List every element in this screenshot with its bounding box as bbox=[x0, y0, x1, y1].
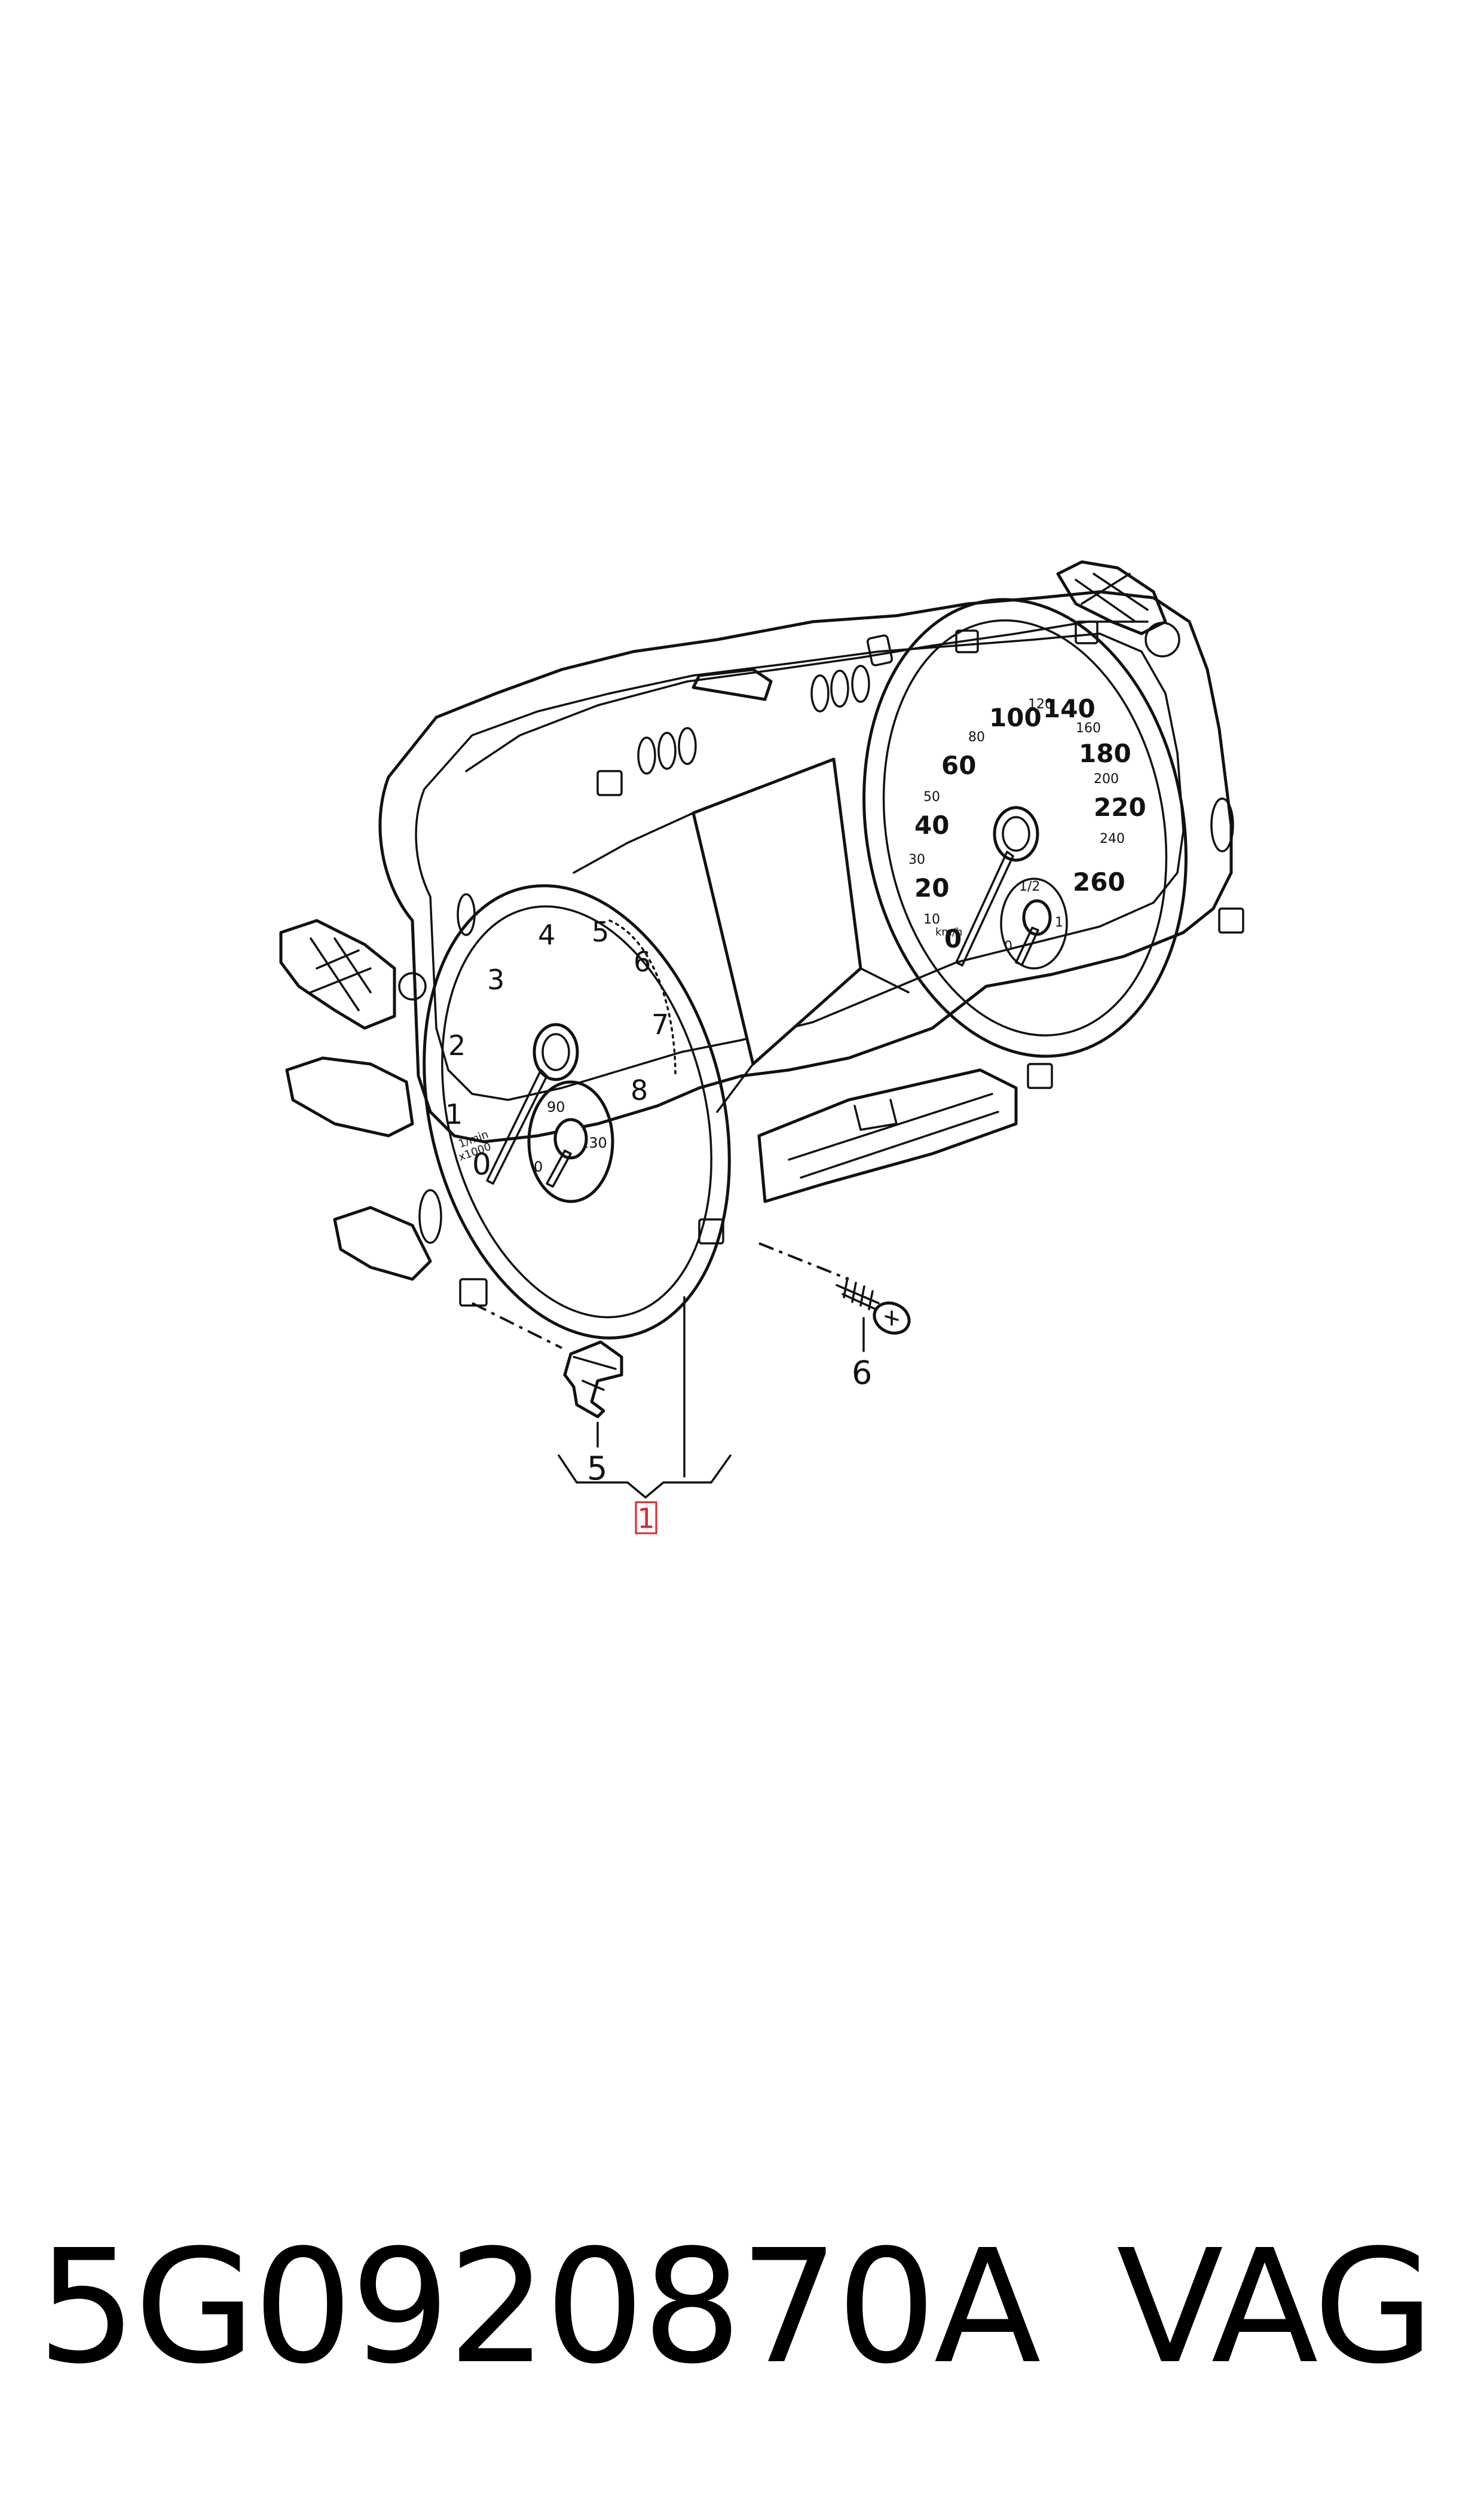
central-display bbox=[691, 757, 862, 1066]
cluster-housing-outline bbox=[378, 590, 1233, 1144]
speed-label-160: 160 bbox=[1076, 721, 1101, 736]
tachometer-bezel-outer bbox=[423, 884, 731, 1340]
tacho-label-6: 6 bbox=[634, 946, 651, 978]
tacho-label-7: 7 bbox=[651, 1008, 669, 1041]
temp-needle bbox=[546, 1150, 572, 1188]
tachometer-bezel-inner bbox=[441, 905, 712, 1319]
speed-label-200: 200 bbox=[1094, 772, 1119, 787]
main-assembly-callout-box bbox=[635, 1501, 657, 1534]
tachometer: 0 1 2 3 4 5 6 7 8 1/min x1000 0 90 130 bbox=[423, 884, 731, 1340]
speed-label-100: 100 bbox=[989, 703, 1042, 732]
footer: 5G0920870A VAG bbox=[0, 2212, 1484, 2403]
speed-label-40: 40 bbox=[914, 811, 949, 840]
right-bracket-lattice bbox=[1075, 573, 1149, 623]
clip-leader-dashed bbox=[472, 1302, 562, 1349]
fuel-label-1: 1 bbox=[1055, 915, 1063, 930]
tachometer-tick-arc bbox=[608, 919, 677, 1077]
speed-unit: km/h bbox=[935, 926, 962, 938]
tacho-label-4: 4 bbox=[538, 919, 555, 951]
screw-leader-dashed bbox=[758, 1242, 849, 1280]
screw-icon bbox=[836, 1277, 911, 1335]
part-number: 5G0920870A bbox=[37, 2216, 1041, 2398]
speedometer: 0 20 40 60 100 140 180 220 260 10 30 50 … bbox=[862, 598, 1188, 1058]
tacho-label-0: 0 bbox=[472, 1147, 491, 1182]
clip-callout-label: 5 bbox=[587, 1450, 607, 1487]
left-lower-bracket bbox=[285, 1056, 414, 1138]
housing-top-ribbon bbox=[465, 620, 1149, 772]
speed-label-80: 80 bbox=[968, 730, 985, 745]
speed-label-60: 60 bbox=[941, 751, 976, 780]
left-bracket-lattice bbox=[310, 937, 372, 1011]
speedometer-bezel-inner bbox=[882, 619, 1168, 1037]
right-mounting-bracket bbox=[1056, 560, 1167, 635]
speed-label-0: 0 bbox=[944, 924, 962, 953]
temp-label-0: 0 bbox=[534, 1158, 543, 1175]
tacho-hub-inner bbox=[541, 1033, 570, 1071]
speed-label-140: 140 bbox=[1043, 694, 1096, 723]
speedometer-bezel-outer bbox=[862, 598, 1188, 1058]
main-assembly-callout-label: 1 bbox=[637, 1502, 654, 1534]
instrument-cluster-diagram: 0 1 2 3 4 5 6 7 8 1/min x1000 0 90 130 0… bbox=[279, 560, 1244, 1534]
lower-tray bbox=[757, 1068, 1018, 1203]
tacho-needle bbox=[486, 1069, 548, 1185]
screw-callout-label: 6 bbox=[852, 1354, 872, 1392]
speed-label-120: 120 bbox=[1028, 697, 1053, 712]
speed-label-30: 30 bbox=[908, 852, 925, 867]
clip-icon bbox=[563, 1340, 623, 1419]
speed-hub bbox=[993, 806, 1039, 862]
fuel-sub-gauge bbox=[1000, 878, 1068, 970]
speed-label-240: 240 bbox=[1100, 831, 1125, 846]
lower-tray-slots bbox=[788, 1093, 999, 1179]
fuel-needle bbox=[1015, 927, 1039, 966]
mounting-slots bbox=[398, 620, 1244, 1307]
fuel-label-half: 1/2 bbox=[1019, 879, 1040, 894]
left-lower-clip bbox=[333, 1206, 432, 1281]
left-mounting-bracket bbox=[279, 919, 396, 1030]
tacho-label-5: 5 bbox=[592, 916, 609, 948]
tacho-label-1: 1 bbox=[445, 1098, 463, 1130]
speed-label-20: 20 bbox=[914, 873, 949, 903]
speed-label-260: 260 bbox=[1073, 867, 1125, 897]
tacho-label-2: 2 bbox=[448, 1029, 466, 1062]
assembly-bracket bbox=[558, 1454, 732, 1499]
fuel-label-0: 0 bbox=[1004, 939, 1012, 954]
speed-needle bbox=[955, 851, 1014, 967]
speed-label-180: 180 bbox=[1079, 739, 1131, 768]
top-tab bbox=[691, 668, 773, 701]
tacho-label-3: 3 bbox=[487, 964, 504, 996]
temp-sub-gauge bbox=[527, 1080, 614, 1203]
speed-label-220: 220 bbox=[1094, 793, 1146, 822]
temp-hub bbox=[553, 1118, 588, 1160]
temp-label-90: 90 bbox=[547, 1099, 565, 1115]
speed-hub-inner bbox=[1002, 816, 1030, 852]
tacho-hub bbox=[533, 1023, 579, 1081]
speed-label-10: 10 bbox=[923, 912, 940, 927]
tacho-label-8: 8 bbox=[631, 1074, 648, 1106]
speed-label-50: 50 bbox=[923, 790, 940, 805]
brand-name: VAG bbox=[1116, 2216, 1434, 2398]
